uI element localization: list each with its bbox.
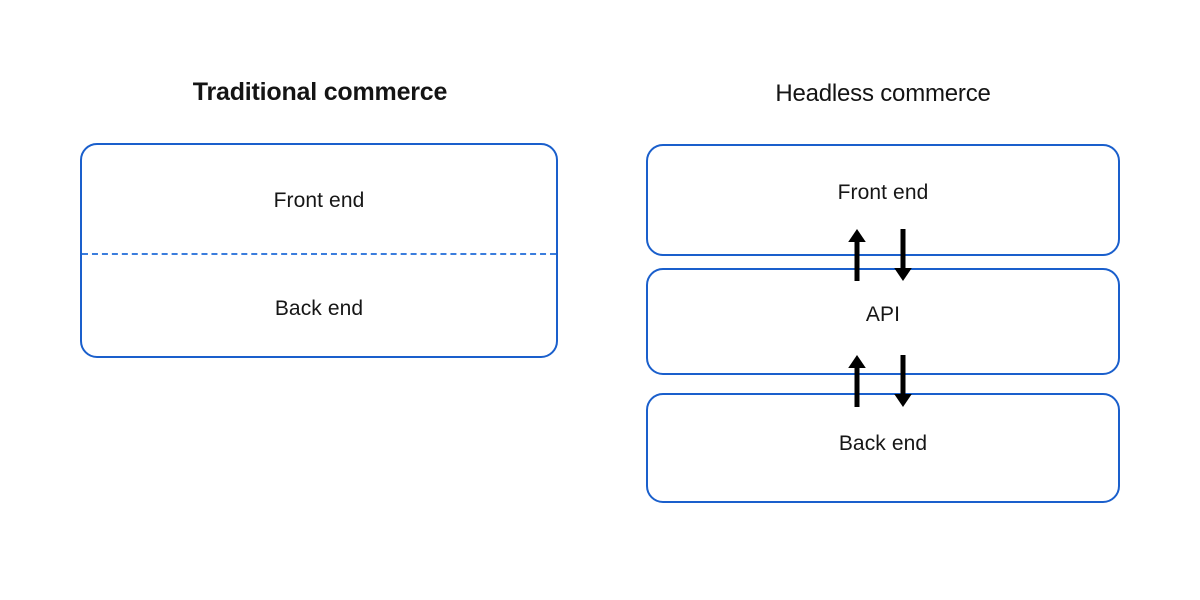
headless-api-box: API bbox=[646, 268, 1120, 375]
traditional-dashed-divider bbox=[82, 253, 556, 255]
headless-commerce-title: Headless commerce bbox=[775, 80, 991, 107]
traditional-front-end-label: Front end bbox=[273, 189, 365, 212]
headless-back-end-box: Back end bbox=[646, 393, 1120, 503]
connector-front-end-to-api bbox=[840, 229, 920, 281]
bidirectional-arrows-icon bbox=[848, 229, 912, 281]
arrow-up-icon bbox=[848, 355, 866, 407]
headless-back-end-label: Back end bbox=[838, 432, 928, 455]
arrow-down-icon bbox=[894, 355, 912, 407]
arrow-down-icon bbox=[894, 229, 912, 281]
headless-front-end-box: Front end bbox=[646, 144, 1120, 256]
connector-api-to-back-end bbox=[840, 355, 920, 407]
arrow-up-icon bbox=[848, 229, 866, 281]
traditional-back-end-label: Back end bbox=[274, 297, 364, 320]
traditional-commerce-box: Front end Back end bbox=[80, 143, 558, 358]
headless-front-end-label: Front end bbox=[837, 181, 929, 204]
headless-api-label: API bbox=[865, 303, 901, 326]
traditional-commerce-title: Traditional commerce bbox=[192, 78, 448, 106]
bidirectional-arrows-icon bbox=[848, 355, 912, 407]
